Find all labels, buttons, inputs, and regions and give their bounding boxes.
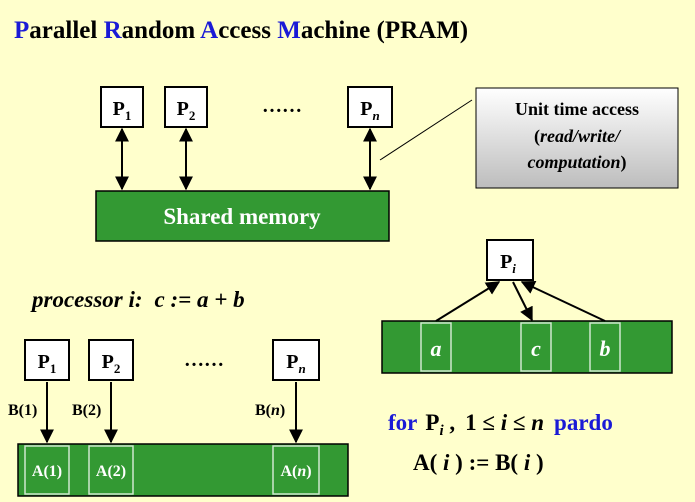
callout-line-1: Unit time access xyxy=(515,99,639,119)
processor-label-p2: P2 xyxy=(177,98,196,123)
memory-cell-label-b: b xyxy=(600,336,611,361)
processor-label-pn: Pn xyxy=(360,98,379,123)
a-cell-label-n: A(n) xyxy=(280,463,311,480)
shared-memory-label: Shared memory xyxy=(163,204,321,229)
processor-label-pn-bottom: Pn xyxy=(286,351,305,376)
memory-cell-c xyxy=(520,322,552,372)
read-arrow-a xyxy=(435,281,501,322)
bottom-pram-diagram: P1 P2 …… Pn B(1) B(2) B(n) A(1) A(2) A(n… xyxy=(8,339,349,497)
callout-box xyxy=(475,87,679,189)
processor-ellipsis-bottom: …… xyxy=(184,349,224,371)
a-cell-n xyxy=(272,445,320,495)
title-part: P xyxy=(14,17,29,44)
b-label-2: B(2) xyxy=(72,402,101,419)
title-part: andom xyxy=(122,17,201,44)
processor-label-p1: P1 xyxy=(113,98,132,123)
processor-i-statement: processor i:c := a + b xyxy=(30,287,245,312)
memory-cell-b xyxy=(589,322,621,372)
memory-cell-label-a: a xyxy=(431,336,442,361)
callout-line-2: (read/write/ xyxy=(534,126,622,147)
processor-label-p2-bottom: P2 xyxy=(102,351,121,376)
processor-box-p2-bottom xyxy=(88,339,134,381)
loop-body: A( i ) := B( i ) xyxy=(413,450,544,475)
title-part: achine (PRAM) xyxy=(301,17,468,44)
processor-box-p1-bottom xyxy=(24,339,70,381)
b-label-n: B(n) xyxy=(255,402,285,419)
processor-box-p2 xyxy=(164,86,208,128)
title-part: R xyxy=(104,17,123,44)
a-cell-label-2: A(2) xyxy=(96,463,126,480)
shared-memory-block xyxy=(95,190,390,242)
processor-ellipsis: …… xyxy=(262,95,302,117)
processor-label-pi: Pi xyxy=(500,251,516,276)
memory-cell-label-c: c xyxy=(531,336,541,361)
processor-box-pi xyxy=(486,239,534,281)
callout-line-3: computation) xyxy=(527,152,626,173)
read-arrow-b xyxy=(520,281,606,322)
title-part: A xyxy=(200,17,218,44)
a-cell-1 xyxy=(24,445,70,495)
a-cell-2 xyxy=(88,445,134,495)
title-part: arallel xyxy=(29,17,103,44)
callout-pointer-line xyxy=(379,99,473,161)
processor-box-pn-bottom xyxy=(272,339,320,381)
write-arrow-c xyxy=(512,281,533,322)
title-part: M xyxy=(277,17,301,44)
processor-box-p1 xyxy=(100,86,144,128)
slide-title: Parallel Random Access Machine (PRAM) xyxy=(14,17,468,44)
processor-label-p1-bottom: P1 xyxy=(38,351,57,376)
processor-box-pn xyxy=(347,86,393,128)
b-label-1: B(1) xyxy=(8,402,37,419)
a-cell-label-1: A(1) xyxy=(32,463,62,480)
memory-cell-a xyxy=(420,322,452,372)
title-part: ccess xyxy=(218,17,277,44)
top-pram-diagram: P1 P2 …… Pn Shared memory Unit time acce… xyxy=(95,86,679,242)
processor-i-diagram: Pi a c b xyxy=(381,239,673,374)
